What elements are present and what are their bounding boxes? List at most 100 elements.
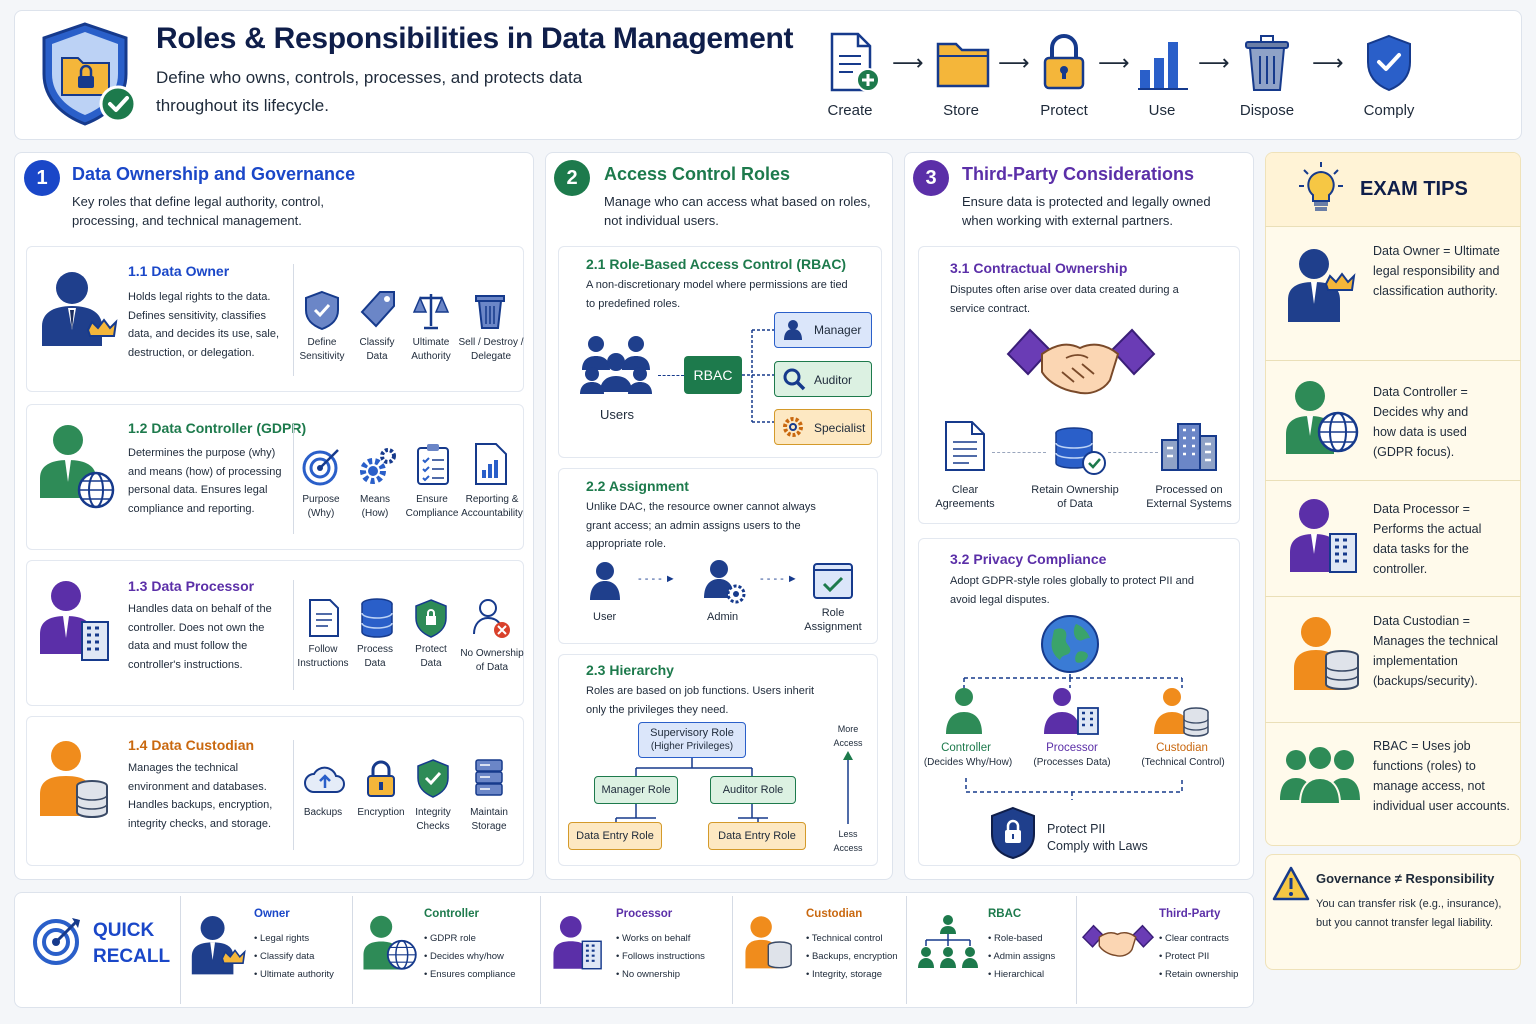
processor-desc: Handles data on behalf of the controller… [128,603,272,671]
section-number-1: 1 [24,160,60,196]
tip-owner: Data Owner = Ultimate legal responsibili… [1373,244,1500,298]
owner-icon-label: Define Sensitivity [299,337,345,362]
tag-icon [360,290,396,330]
folder-icon [936,38,990,88]
lifecycle-comply: Comply [1363,102,1415,119]
lifecycle-store: Store [943,102,979,119]
user-icon [590,562,620,600]
shield-lock-icon [414,598,448,638]
supervisory-label: Supervisory Role [650,727,734,739]
privacy-role-name: Custodian [1156,742,1208,754]
processor-building-icon [1290,499,1357,573]
quick-rbac-title: RBAC [988,908,1022,920]
section-number-2: 2 [554,160,590,196]
privacy-title: 3.2 Privacy Compliance [950,551,1107,567]
role-manager: Manager Role [594,776,678,804]
quick-thirdparty-item: • Clear contracts [1159,933,1229,944]
assignment-card [558,468,878,644]
divider [906,896,907,1004]
divider [732,896,733,1004]
rbac-center-label: RBAC [693,367,733,383]
processor-icon-label: No Ownership of Data [460,648,524,673]
section2-desc: Manage who can access what based on role… [604,194,871,228]
padlock-icon [366,758,396,798]
users-group-icon [578,332,658,396]
manager-role-label: Manager Role [601,783,671,796]
custodian-title: 1.4 Data Custodian [128,737,255,753]
role-check-icon [813,563,853,599]
controller-icon-label: Purpose (Why) [302,494,340,519]
contract-item-label: Clear Agreements [935,484,995,510]
controller-person-icon [946,688,982,734]
warning-desc: You can transfer risk (e.g., insurance),… [1316,898,1502,929]
shield-check-icon [1366,34,1412,92]
tip-divider [1265,722,1521,723]
owner-icon-label: Classify Data [359,337,395,362]
quick-controller-title: Controller [424,908,479,920]
privacy-desc: Adopt GDPR-style roles globally to prote… [950,575,1194,606]
arrow-right-icon: - - - - ► [760,573,798,585]
warning-card [1265,854,1521,970]
controller-globe-icon [1286,381,1359,454]
quick-controller-item: • Ensures compliance [424,969,516,980]
arrow-right-icon: ⟶ [1098,50,1130,75]
divider [180,896,181,1004]
arrow-up-icon [843,751,853,824]
hierarchy-connectors [615,758,768,822]
tips-title: EXAM TIPS [1360,178,1468,200]
tip-divider [1265,480,1521,481]
section2-title: Access Control Roles [604,164,791,184]
rbac-desc: A non-discretionary model where permissi… [586,279,848,310]
quick-processor-item: • Follows instructions [616,951,705,962]
quick-owner-item: • Ultimate authority [254,969,334,980]
target-icon [302,446,342,486]
more-access-label: More Access [833,724,863,748]
quick-custodian-title: Custodian [806,908,863,920]
contract-desc: Disputes often arise over data created d… [950,284,1179,315]
controller-title: 1.2 Data Controller (GDPR) [128,420,307,436]
privacy-role-name: Processor [1046,742,1098,754]
data-entry-label: Data Entry Role [718,829,796,842]
tip-rbac: RBAC = Uses job functions (roles) to man… [1373,739,1510,813]
lifecycle-flow: Create ⟶ Store ⟶ Protect ⟶ Use ⟶ Dispose… [800,28,1500,128]
quick-processor-item: • Works on behalf [616,933,691,944]
quick-processor-item: • No ownership [616,969,681,980]
scales-icon [412,290,450,330]
owner-avatar-icon [38,268,118,350]
section1-title: Data Ownership and Governance [72,164,356,184]
divider [540,896,541,1004]
lightbulb-icon [1299,162,1343,211]
target-icon [33,918,80,965]
quick-thirdparty-title: Third-Party [1159,908,1221,920]
connector-line [658,375,684,376]
quick-controller-item: • Decides why/how [424,951,504,962]
lifecycle-dispose: Dispose [1239,102,1295,119]
connector-line [1108,452,1158,453]
custodian-icon-label: Backups [303,807,343,818]
no-user-icon [472,598,512,640]
tip-controller: Data Controller = Decides why and how da… [1373,385,1469,459]
rbac-title: 2.1 Role-Based Access Control (RBAC) [586,256,847,272]
quick-owner-title: Owner [254,908,290,920]
quick-custodian-item: • Backups, encryption [806,951,898,962]
handshake-icon [1082,924,1154,957]
assignment-role-label: Role Assignment [804,607,862,633]
section1-desc: Key roles that define legal authority, c… [72,194,324,228]
document-icon [308,598,340,638]
controller-icon-label: Means (How) [359,494,390,519]
arrow-right-icon: ⟶ [998,50,1030,75]
rbac-center-box: RBAC [684,356,742,394]
page-subtitle: Define who owns, controls, processes, an… [156,68,583,115]
rbac-connector [742,329,776,423]
arrow-right-icon: ⟶ [892,50,924,75]
tip-processor: Data Processor = Performs the actual dat… [1373,502,1482,576]
page-title: Roles & Responsibilities in Data Managem… [156,22,794,55]
magnifier-icon [783,368,806,391]
privacy-footer-1: Protect PII [1047,822,1106,836]
globe-icon [1041,615,1099,673]
assignment-user-label: User [593,611,617,623]
checklist-icon [416,442,450,486]
quick-thirdparty-item: • Retain ownership [1159,969,1239,980]
assignment-desc: Unlike DAC, the resource owner cannot al… [586,501,816,550]
role-data-entry: Data Entry Role [708,822,806,850]
